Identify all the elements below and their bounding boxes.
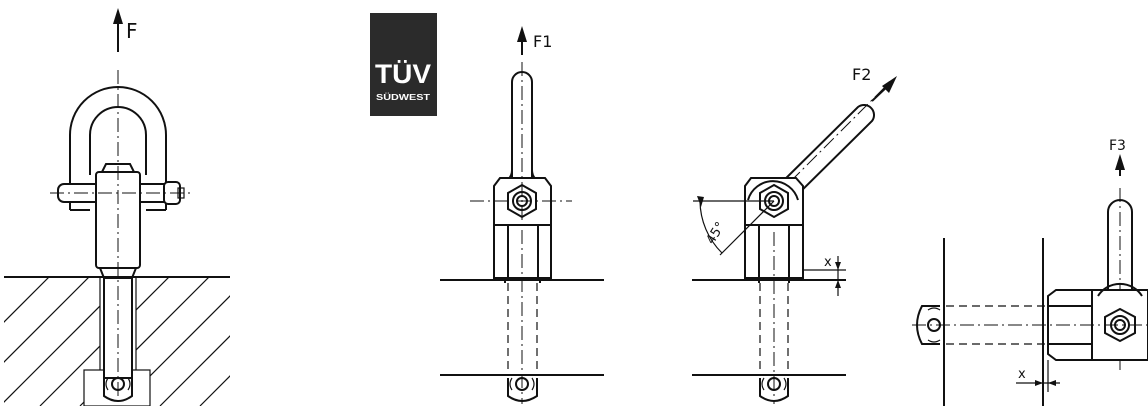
- force-arrow-f1: F1: [517, 26, 552, 55]
- logo-sub-text: SÜDWEST: [376, 93, 430, 102]
- force-label-f2: F2: [852, 65, 871, 84]
- swivel-eye-angled-drawing: F2 45°: [692, 65, 897, 404]
- force-label-f: F: [126, 19, 138, 43]
- force-arrow-f2: F2: [852, 65, 897, 102]
- swivel-eye-vertical-drawing: F1: [440, 26, 604, 404]
- hatched-base-block: [4, 276, 230, 407]
- offset-label-x2: x: [1018, 367, 1026, 382]
- force-arrow-f: F: [113, 8, 138, 52]
- force-label-f1: F1: [533, 32, 552, 51]
- gap-dimension-x1: x: [803, 255, 846, 296]
- shackle-assembly-drawing: F: [4, 8, 230, 407]
- logo-main-text: TÜV: [375, 59, 431, 89]
- angle-label: 45°: [704, 220, 729, 247]
- force-label-f3: F3: [1109, 138, 1126, 154]
- gap-dimension-x2: x: [1016, 360, 1060, 392]
- tuv-sudwest-logo: TÜV SÜDWEST: [370, 13, 437, 116]
- force-arrow-f3: F3: [1109, 138, 1126, 176]
- offset-label-x1: x: [824, 255, 832, 270]
- swivel-eye-side-mount-drawing: F3 x: [912, 138, 1148, 406]
